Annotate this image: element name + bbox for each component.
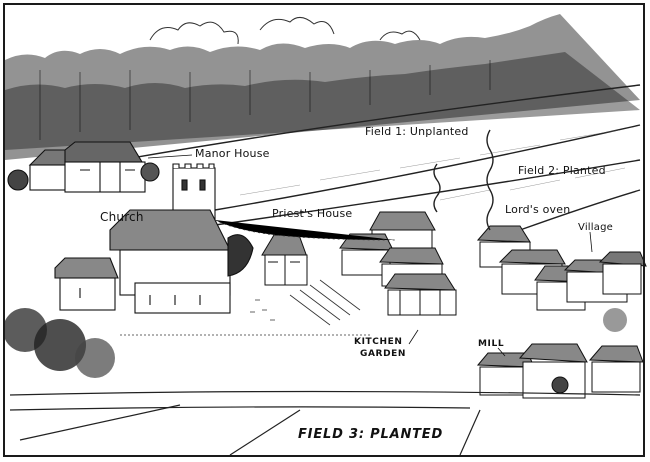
smoke: [433, 129, 494, 231]
field1-label: Field 1: Unplanted: [365, 125, 469, 138]
field2-label: Field 2: Planted: [518, 164, 606, 177]
kitchen-garden-label-line2: GARDEN: [360, 349, 407, 359]
mill: [476, 343, 644, 399]
fields: [119, 84, 641, 231]
village-label: Village: [578, 222, 613, 233]
church: [54, 163, 254, 314]
priests-house-label: Priest's House: [272, 207, 353, 220]
manor-house-label: Manor House: [195, 147, 270, 160]
foreground-trees: [3, 308, 627, 378]
lords-oven-label: Lord's oven: [505, 203, 571, 216]
manor-house: [7, 141, 160, 193]
kitchen-garden-label-line1: KITCHEN: [354, 337, 403, 347]
village-houses: [261, 211, 647, 316]
church-label: Church: [100, 210, 144, 224]
kitchen-garden: [120, 219, 396, 336]
clouds: [149, 17, 421, 45]
furrows: [239, 129, 626, 201]
field3-strips: [9, 390, 641, 456]
mill-label: MILL: [478, 339, 505, 349]
field3-label: FIELD 3: PLANTED: [298, 427, 444, 442]
forest: [5, 14, 640, 160]
pointer-lines: [147, 154, 593, 357]
